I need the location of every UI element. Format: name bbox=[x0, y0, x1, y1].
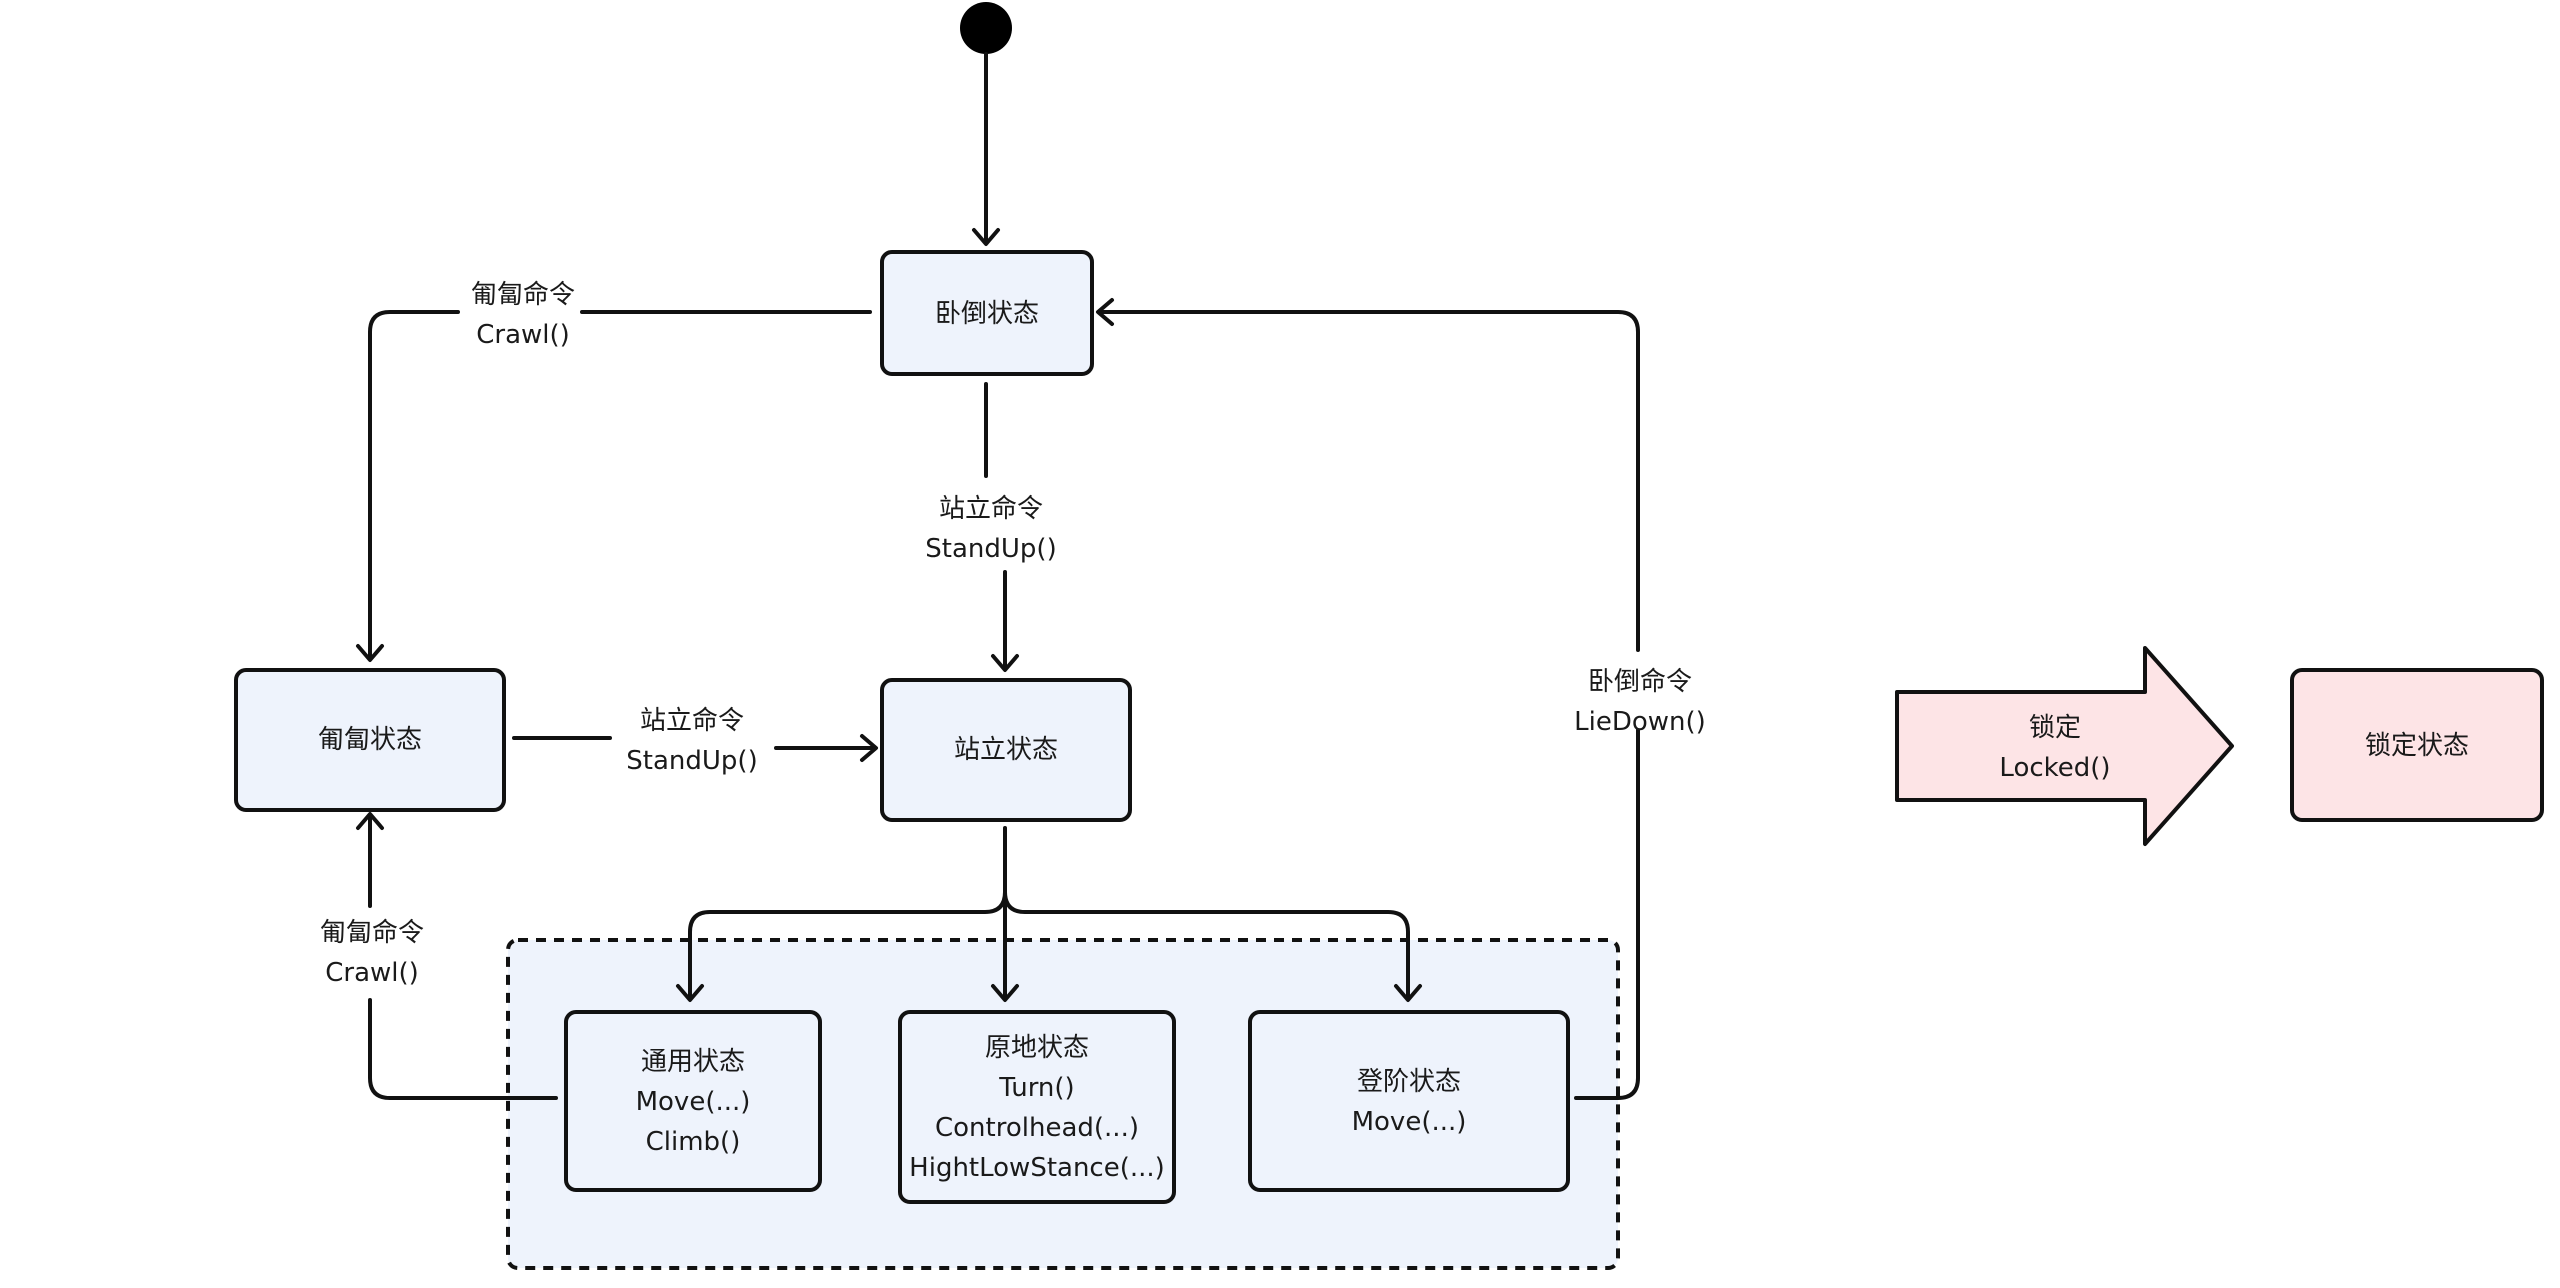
state-general-op: Climb() bbox=[646, 1127, 741, 1157]
state-lying-label: 卧倒状态 bbox=[935, 299, 1039, 329]
lock-arrow: 锁定 Locked() bbox=[1895, 646, 2234, 846]
label-lying-to-crawl-cmd: 匍匐命令 bbox=[471, 280, 575, 310]
state-lying: 卧倒状态 bbox=[880, 250, 1094, 376]
state-standing-label: 站立状态 bbox=[954, 735, 1058, 765]
stand-to-general-arrowhead bbox=[676, 984, 704, 1002]
label-stairs-to-lying-cmd: 卧倒命令 bbox=[1588, 667, 1692, 697]
lying-to-crawl-arrowhead bbox=[356, 644, 384, 662]
state-stairs: 登阶状态 Move(...) bbox=[1248, 1010, 1570, 1192]
lying-to-crawl-line bbox=[368, 310, 872, 660]
state-general-box bbox=[564, 1010, 822, 1192]
state-in-place-box bbox=[898, 1010, 1176, 1204]
stand-to-substates-line bbox=[688, 826, 1410, 1000]
label-lying-to-crawl-fn: Crawl() bbox=[476, 320, 570, 350]
state-in-place-op: HightLowStance(...) bbox=[909, 1153, 1165, 1183]
label-crawl-to-stand-fn: StandUp() bbox=[626, 746, 757, 776]
label-stairs-to-lying-fn: LieDown() bbox=[1574, 707, 1706, 737]
state-general-op: Move(...) bbox=[636, 1087, 751, 1117]
lock-arrow-shape bbox=[1895, 646, 2234, 846]
label-general-to-crawl-fn: Crawl() bbox=[325, 958, 419, 988]
lying-to-stand-arrowhead bbox=[991, 654, 1019, 672]
state-stairs-op: Move(...) bbox=[1352, 1107, 1467, 1137]
label-lying-to-stand-fn: StandUp() bbox=[925, 534, 1056, 564]
label-lying-to-stand-cmd: 站立命令 bbox=[939, 494, 1043, 524]
stairs-to-lying-line bbox=[1098, 310, 1640, 1100]
state-crawling: 匍匐状态 bbox=[234, 668, 506, 812]
state-general-title: 通用状态 bbox=[641, 1047, 745, 1077]
crawl-to-stand-line bbox=[512, 736, 876, 750]
state-locked-box bbox=[2290, 668, 2544, 822]
connectors bbox=[356, 52, 1640, 1100]
state-in-place-op: Turn() bbox=[998, 1073, 1074, 1103]
stairs-to-lying-arrowhead bbox=[1096, 298, 1114, 326]
lock-arrow-fn: Locked() bbox=[1999, 753, 2110, 783]
state-crawling-box bbox=[234, 668, 506, 812]
label-general-to-crawl-cmd: 匍匐命令 bbox=[320, 918, 424, 948]
lying-to-stand-line bbox=[984, 382, 1007, 670]
state-in-place: 原地状态 Turn() Controlhead(...) HightLowSta… bbox=[898, 1010, 1176, 1204]
state-in-place-op: Controlhead(...) bbox=[935, 1113, 1139, 1143]
state-stairs-box bbox=[1248, 1010, 1570, 1192]
transition-labels: 匍匐命令 Crawl() 站立命令 StandUp() 站立命令 StandUp… bbox=[320, 280, 1706, 988]
label-crawl-to-stand-cmd: 站立命令 bbox=[640, 706, 744, 736]
crawl-to-stand-arrowhead bbox=[860, 734, 878, 762]
state-lying-box bbox=[880, 250, 1094, 376]
state-stairs-title: 登阶状态 bbox=[1357, 1067, 1461, 1097]
start-to-lying-arrowhead bbox=[972, 228, 1000, 246]
lock-arrow-cmd: 锁定 bbox=[2029, 713, 2081, 743]
state-locked-label: 锁定状态 bbox=[2365, 731, 2469, 761]
state-general: 通用状态 Move(...) Climb() bbox=[564, 1010, 822, 1192]
initial-state-dot bbox=[960, 2, 1012, 54]
state-standing-box bbox=[880, 678, 1132, 822]
state-locked: 锁定状态 bbox=[2290, 668, 2544, 822]
stand-to-inplace-arrowhead bbox=[991, 984, 1019, 1002]
stand-to-stairs-arrowhead bbox=[1394, 984, 1422, 1002]
state-standing: 站立状态 bbox=[880, 678, 1132, 822]
general-to-crawl-line bbox=[368, 814, 558, 1100]
state-in-place-title: 原地状态 bbox=[985, 1033, 1089, 1063]
state-crawling-label: 匍匐状态 bbox=[318, 725, 422, 755]
general-to-crawl-arrowhead bbox=[356, 812, 384, 830]
